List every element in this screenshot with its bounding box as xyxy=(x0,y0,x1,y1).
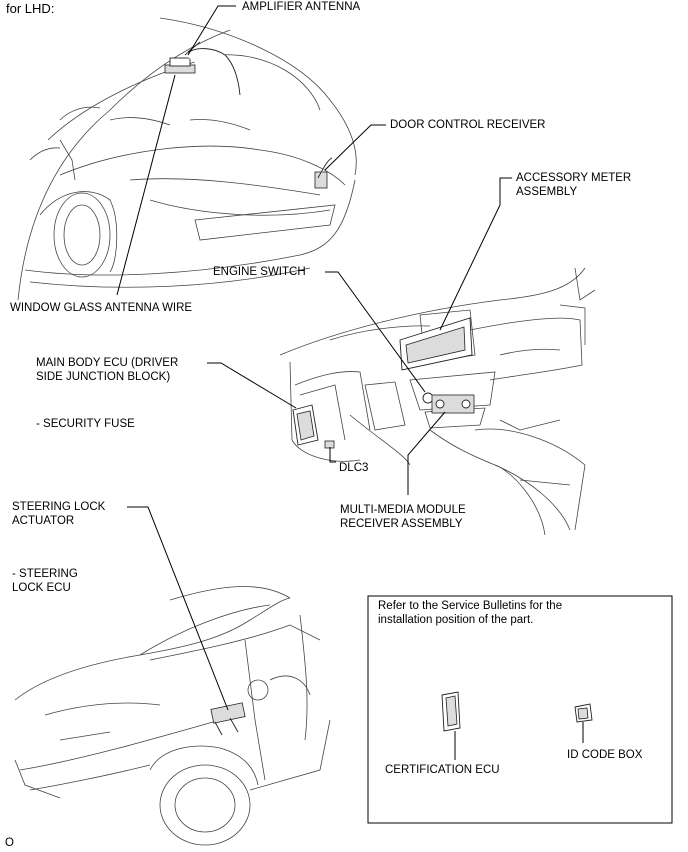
label-multimedia-line1: MULTI-MEDIA MODULE xyxy=(340,504,466,516)
dashboard-drawing xyxy=(279,267,596,536)
front-vehicle-drawing xyxy=(14,586,331,846)
label-certification-ecu: CERTIFICATION ECU xyxy=(385,764,500,776)
label-main-body-ecu-line2: SIDE JUNCTION BLOCK) xyxy=(36,371,171,383)
label-amplifier-antenna: AMPLIFIER ANTENNA xyxy=(242,1,361,13)
label-steering-lock-line2: ACTUATOR xyxy=(12,515,75,527)
service-box xyxy=(367,595,673,824)
figure-code: O xyxy=(5,837,14,849)
door-control-receiver-part xyxy=(314,157,333,189)
dlc3-part xyxy=(324,440,335,449)
main-body-ecu-part xyxy=(292,404,319,446)
label-security-fuse: - SECURITY FUSE xyxy=(36,418,135,430)
label-accessory-meter-line1: ACCESSORY METER xyxy=(516,172,632,184)
label-multimedia-line2: RECEIVER ASSEMBLY xyxy=(340,518,463,530)
label-id-code-box: ID CODE BOX xyxy=(567,749,643,761)
label-steering-lock-line1: STEERING LOCK xyxy=(12,501,106,513)
label-accessory-meter-line2: ASSEMBLY xyxy=(516,186,578,198)
label-main-body-ecu-line1: MAIN BODY ECU (DRIVER xyxy=(36,357,179,369)
label-door-control-receiver: DOOR CONTROL RECEIVER xyxy=(390,119,546,131)
label-dlc3: DLC3 xyxy=(339,462,369,474)
engine-switch-part xyxy=(422,392,434,404)
rear-vehicle-drawing xyxy=(17,17,357,301)
service-note-line1: Refer to the Service Bulletins for the xyxy=(378,600,563,612)
certification-ecu-part xyxy=(441,691,461,760)
multimedia-module-part xyxy=(431,394,475,414)
steering-lock-part xyxy=(210,702,246,736)
label-engine-switch: ENGINE SWITCH xyxy=(213,266,306,278)
service-note-line2: installation position of the part. xyxy=(378,614,534,626)
header-title: for LHD: xyxy=(6,1,55,16)
id-code-box-part xyxy=(574,703,593,743)
label-steering-lock-ecu-line1: - STEERING xyxy=(12,568,78,580)
label-window-glass-antenna-wire: WINDOW GLASS ANTENNA WIRE xyxy=(10,302,193,314)
label-steering-lock-ecu-line2: LOCK ECU xyxy=(12,582,71,594)
amplifier-antenna-part xyxy=(164,41,241,96)
leader-lines xyxy=(116,5,512,711)
